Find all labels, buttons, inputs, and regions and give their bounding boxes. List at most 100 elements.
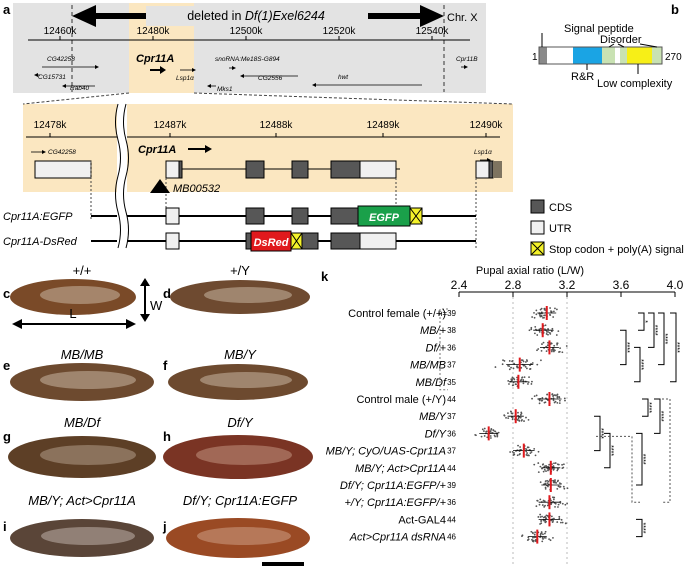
point-12-31 xyxy=(556,521,559,523)
point-13-11 xyxy=(543,536,546,539)
point-12-33 xyxy=(564,522,567,525)
point-7-14 xyxy=(490,437,492,439)
point-8-17 xyxy=(537,450,540,453)
point-8-11 xyxy=(517,444,519,447)
point-3-18 xyxy=(540,359,542,362)
point-10-15 xyxy=(554,479,556,481)
point-11-28 xyxy=(538,503,541,506)
point-0-16 xyxy=(552,316,555,318)
point-5-37 xyxy=(558,402,561,404)
point-1-1 xyxy=(551,327,554,330)
point-6-6 xyxy=(521,418,523,421)
egfp-tag-label: EGFP xyxy=(369,212,400,224)
point-2-28 xyxy=(540,349,543,352)
gene-mks1: Mks1 xyxy=(217,86,233,93)
point-4-31 xyxy=(511,378,514,381)
n-label-0: n=39 xyxy=(438,309,457,318)
point-12-26 xyxy=(561,521,564,524)
gene-hwt: hwt xyxy=(338,74,349,81)
point-3-13 xyxy=(536,363,539,366)
point-2-34 xyxy=(558,351,560,353)
sig-bracket-1 xyxy=(648,312,655,348)
sig-stars-4: **** xyxy=(637,359,644,370)
point-5-30 xyxy=(535,394,538,397)
category-label-3: MB/MB xyxy=(410,360,446,372)
n-label-1: 38 xyxy=(447,326,456,335)
point-8-25 xyxy=(511,451,514,453)
point-11-25 xyxy=(550,499,552,502)
point-3-36 xyxy=(529,367,532,370)
panel-label-b: b xyxy=(671,2,679,17)
point-13-42 xyxy=(541,540,544,543)
point-6-31 xyxy=(517,416,520,419)
point-3-14 xyxy=(501,363,504,366)
point-9-0 xyxy=(554,462,557,464)
point-6-9 xyxy=(516,418,519,421)
sig-bracket-11 xyxy=(636,518,643,538)
point-12-29 xyxy=(550,519,553,522)
point-9-25 xyxy=(561,467,564,470)
point-13-40 xyxy=(548,538,550,541)
point-1-28 xyxy=(538,328,541,331)
point-9-38 xyxy=(539,465,542,468)
group-bracket-female xyxy=(439,308,448,391)
point-7-29 xyxy=(489,435,492,437)
sig-stars-1: **** xyxy=(651,325,658,336)
point-6-26 xyxy=(518,420,521,422)
zoom-guide-left xyxy=(22,92,130,105)
point-1-15 xyxy=(557,330,560,333)
point-10-18 xyxy=(557,479,559,482)
sig-stars-8: **** xyxy=(597,428,604,439)
point-0-37 xyxy=(540,307,543,310)
protein-end: 270 xyxy=(665,52,682,63)
zoom-cg42258-utr xyxy=(34,160,92,179)
deletion-label: deleted in Df(1)Exel6244 xyxy=(187,9,325,23)
point-10-16 xyxy=(539,481,542,484)
point-8-8 xyxy=(534,454,537,457)
point-11-33 xyxy=(557,506,559,508)
point-6-36 xyxy=(510,410,512,413)
point-3-12 xyxy=(520,366,523,369)
zoom-cpr11a-utr5 xyxy=(165,160,180,179)
photo-genotype-h: Df/Y xyxy=(227,415,254,430)
point-10-26 xyxy=(563,487,566,490)
point-4-11 xyxy=(508,383,510,385)
deletion-arrow: deleted in Df(1)Exel6244 xyxy=(72,5,444,27)
legend-utr: UTR xyxy=(549,223,572,235)
insertion-triangle xyxy=(150,179,170,193)
point-6-8 xyxy=(505,416,507,419)
point-3-25 xyxy=(503,360,506,362)
point-11-1 xyxy=(566,502,569,505)
point-4-26 xyxy=(523,376,526,379)
point-11-5 xyxy=(552,498,555,501)
point-3-30 xyxy=(516,366,519,369)
point-7-19 xyxy=(490,428,493,430)
sig-stars-7: **** xyxy=(657,411,664,422)
point-11-11 xyxy=(554,506,556,508)
point-8-29 xyxy=(513,452,515,454)
zoom-lsp1a-utr xyxy=(475,160,490,179)
category-label-12: Act-GAL4 xyxy=(398,514,446,526)
category-label-7: Df/Y xyxy=(425,428,447,440)
point-12-27 xyxy=(543,519,546,522)
zoom-guide-right xyxy=(193,92,514,105)
point-4-25 xyxy=(528,376,530,379)
label-low-complexity: Low complexity xyxy=(597,78,673,90)
point-6-16 xyxy=(507,417,510,420)
point-12-42 xyxy=(539,513,542,516)
point-0-26 xyxy=(555,308,558,311)
point-1-27 xyxy=(538,331,541,333)
point-12-32 xyxy=(537,516,540,518)
panel-label-h: h xyxy=(163,429,171,444)
point-12-3 xyxy=(550,515,553,518)
point-13-28 xyxy=(531,536,534,539)
sig-stars-5: **** xyxy=(673,342,680,353)
point-9-6 xyxy=(561,463,564,466)
tick-top-0: 12460k xyxy=(44,26,78,37)
point-4-13 xyxy=(531,380,533,383)
point-10-27 xyxy=(557,485,560,488)
point-11-3 xyxy=(561,502,564,505)
point-2-27 xyxy=(552,348,555,350)
n-label-6: 37 xyxy=(447,412,456,421)
point-3-29 xyxy=(525,367,528,370)
